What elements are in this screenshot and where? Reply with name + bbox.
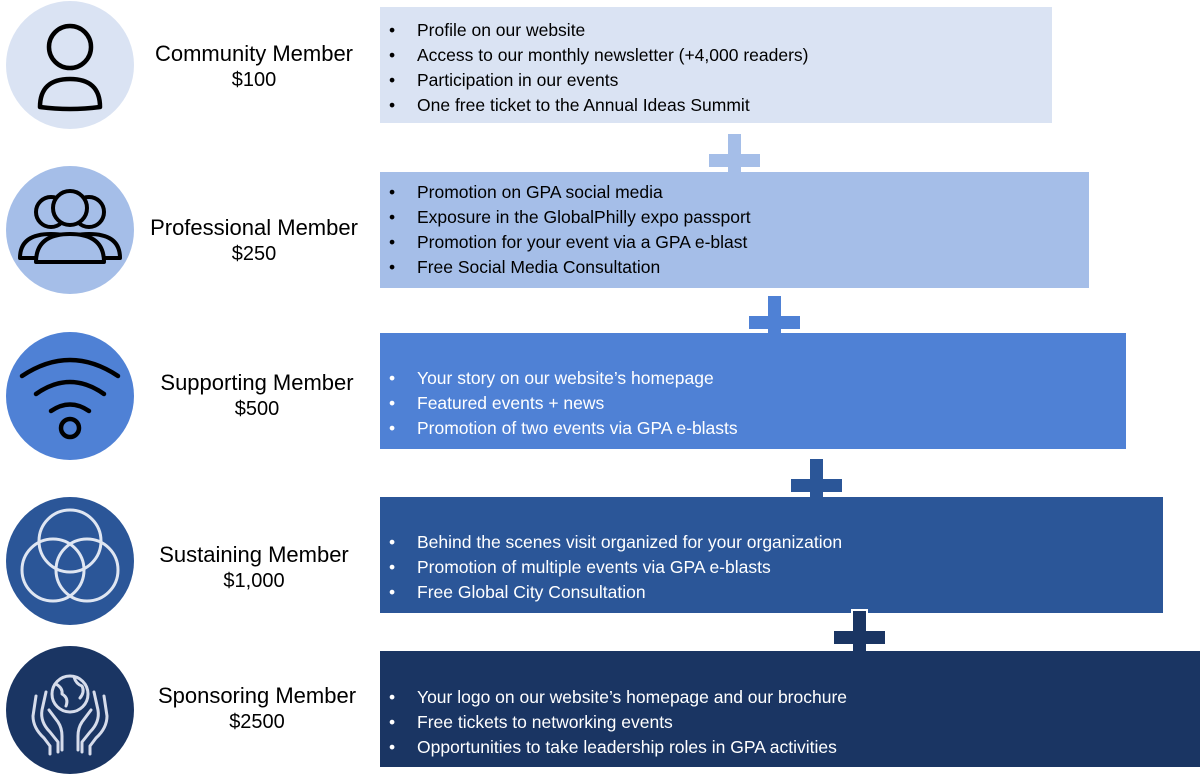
benefit-item: Your story on our website’s homepage — [380, 366, 1126, 391]
benefit-item: Access to our monthly newsletter (+4,000… — [380, 43, 1052, 68]
tier-1-icon-circle — [6, 1, 134, 129]
benefit-item: Behind the scenes visit organized for yo… — [380, 530, 1163, 555]
tier-1-name: Community Member — [154, 41, 354, 66]
benefit-item: Promotion of multiple events via GPA e-b… — [380, 555, 1163, 580]
tier-4-title: Sustaining Member $1,000 — [134, 541, 374, 595]
benefit-item: Free tickets to networking events — [380, 710, 1200, 735]
person-icon — [37, 23, 103, 112]
tier-3-name: Supporting Member — [160, 370, 354, 395]
tier-5-icon-circle — [6, 646, 134, 774]
tier-2-icon-circle — [6, 166, 134, 294]
tier-3-title: Supporting Member $500 — [137, 369, 377, 423]
tier-4-icon-circle — [6, 497, 134, 625]
tier-4-benefits-box: Behind the scenes visit organized for yo… — [380, 497, 1163, 613]
tier-2-price: $250 — [231, 243, 277, 265]
tier-4-price: $1,000 — [223, 570, 285, 592]
tier-3-icon-circle — [6, 332, 134, 460]
venn-circles-icon — [20, 508, 120, 603]
tier-3-benefits-box: Your story on our website’s homepage Fea… — [380, 333, 1126, 449]
tier-5-benefits-box: Your logo on our website’s homepage and … — [380, 651, 1200, 767]
group-icon — [18, 189, 122, 264]
benefit-item: Free Global City Consultation — [380, 580, 1163, 605]
benefit-item: Profile on our website — [380, 18, 1052, 43]
globe-in-hands-icon — [31, 674, 109, 756]
tier-4-name: Sustaining Member — [159, 542, 349, 567]
benefit-item: Promotion for your event via a GPA e-bla… — [380, 230, 1089, 255]
wifi-icon — [19, 357, 121, 440]
tier-2-name: Professional Member — [150, 215, 358, 240]
tier-5-title: Sponsoring Member $2500 — [137, 682, 377, 736]
tier-3-price: $500 — [234, 398, 280, 420]
tier-1-title: Community Member $100 — [134, 40, 374, 94]
benefit-item: Your logo on our website’s homepage and … — [380, 685, 1200, 710]
benefit-item: Participation in our events — [380, 68, 1052, 93]
tier-2-benefits-box: Promotion on GPA social media Exposure i… — [380, 172, 1089, 288]
benefit-item: Featured events + news — [380, 391, 1126, 416]
tier-1-price: $100 — [231, 69, 277, 91]
benefit-item: Promotion of two events via GPA e-blasts — [380, 416, 1126, 441]
tier-5-name: Sponsoring Member — [157, 683, 357, 708]
tier-1-benefits-box: Profile on our website Access to our mon… — [380, 7, 1052, 123]
benefit-item: Exposure in the GlobalPhilly expo passpo… — [380, 205, 1089, 230]
tier-5-price: $2500 — [229, 711, 285, 733]
benefit-item: Opportunities to take leadership roles i… — [380, 735, 1200, 760]
benefit-item: Promotion on GPA social media — [380, 180, 1089, 205]
benefit-item: One free ticket to the Annual Ideas Summ… — [380, 93, 1052, 118]
tier-2-title: Professional Member $250 — [134, 214, 374, 268]
benefit-item: Free Social Media Consultation — [380, 255, 1089, 280]
